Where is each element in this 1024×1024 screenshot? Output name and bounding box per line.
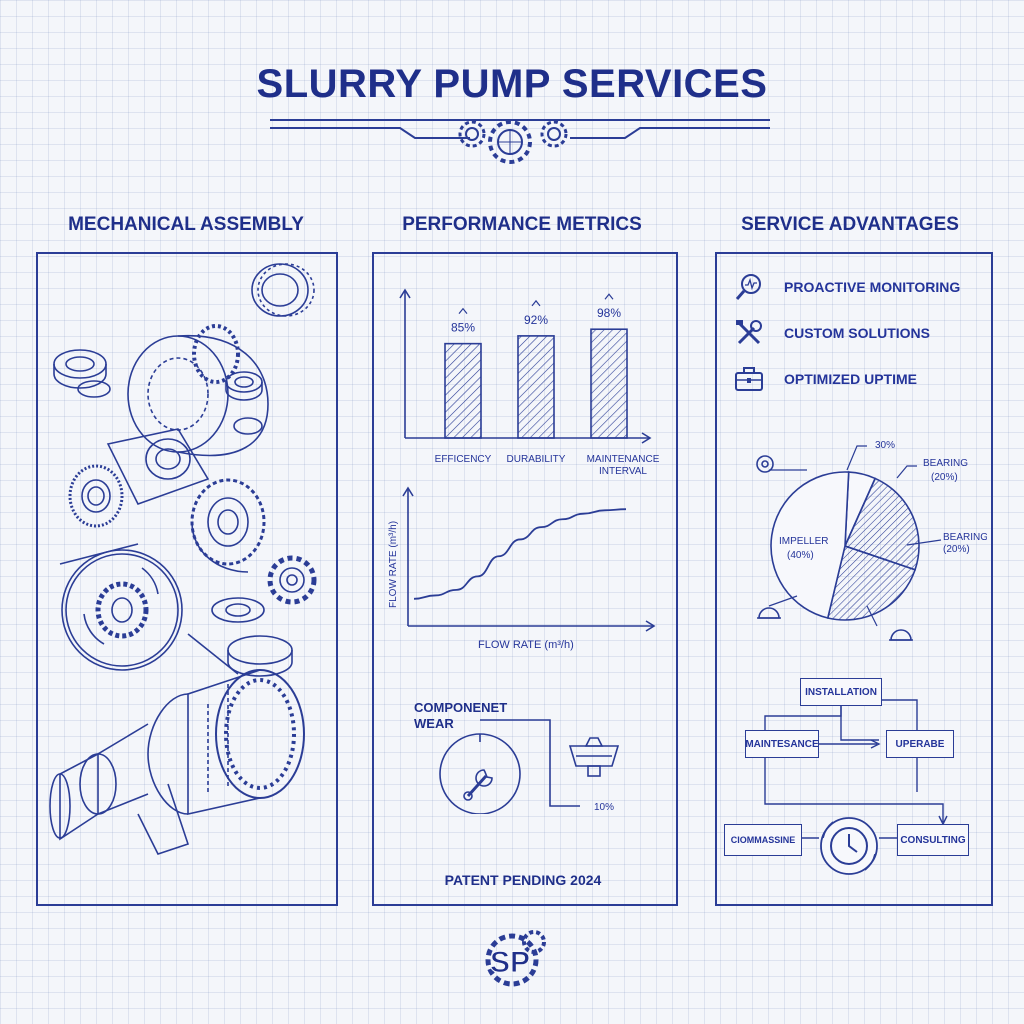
pie-label-impeller-pct: (40%) bbox=[787, 550, 814, 561]
pie-label-bearing-top-name: BEARING bbox=[923, 458, 968, 469]
pie-label-bearing-right-name: BEARING bbox=[943, 532, 987, 543]
component-wear-value: 10% bbox=[594, 802, 615, 813]
bar-caret bbox=[458, 307, 468, 315]
helmet-icon bbox=[757, 607, 781, 619]
page-title: SLURRY PUMP SERVICES bbox=[256, 62, 768, 106]
bar-2 bbox=[590, 328, 628, 439]
bar-0 bbox=[444, 342, 482, 439]
advantages-list: PROACTIVE MONITORING CUSTOM SOLUTIONS OP… bbox=[734, 270, 960, 396]
advantage-item-uptime: OPTIMIZED UPTIME bbox=[734, 362, 960, 396]
patent-note: PATENT PENDING 2024 bbox=[444, 872, 602, 888]
bar-value-label: 98% bbox=[597, 306, 621, 320]
flow-box-maintenance: MAINTESANCE bbox=[745, 730, 819, 758]
flow-curve bbox=[413, 508, 627, 600]
gear-icon bbox=[488, 120, 532, 164]
bearing bbox=[225, 371, 263, 401]
pie-slice-2 bbox=[826, 544, 917, 621]
pie-slice-0 bbox=[770, 471, 850, 619]
component-wear-diagram bbox=[439, 719, 620, 814]
panel-performance-metrics bbox=[372, 252, 678, 906]
magnifier-chart-icon bbox=[735, 274, 761, 300]
flow-box-commissioning: CIOMMASSINE bbox=[724, 824, 802, 856]
pie-label-small: 30% bbox=[875, 440, 895, 451]
panel-mechanical-assembly bbox=[36, 252, 338, 906]
component-wear-title-line2: WEAR bbox=[414, 716, 454, 731]
title-ornament bbox=[270, 119, 770, 164]
wrench-icon bbox=[463, 769, 493, 801]
pump-housing bbox=[106, 428, 210, 505]
bar-chart-x-arrow bbox=[641, 432, 652, 444]
heading-mechanical-assembly: MECHANICAL ASSEMBLY bbox=[68, 214, 304, 235]
seal-ring bbox=[251, 263, 315, 317]
flow-box-consulting: CONSULTING bbox=[897, 824, 969, 856]
flow-box-installation: INSTALLATION bbox=[800, 678, 882, 706]
pie-label-bearing-top: BEARING bbox=[923, 458, 968, 469]
pie-label-bearing-right: BEARING bbox=[943, 532, 987, 543]
wear-gauge bbox=[439, 733, 521, 814]
helmet-icon bbox=[889, 629, 913, 641]
pie-slice-1 bbox=[843, 477, 920, 571]
gasket-ring bbox=[53, 349, 107, 389]
advantage-item-monitoring: PROACTIVE MONITORING bbox=[734, 270, 960, 304]
gear-icon bbox=[267, 555, 317, 605]
pump-motor-assembly bbox=[49, 669, 305, 855]
washer bbox=[211, 597, 265, 623]
bar-value-label: 85% bbox=[451, 321, 475, 335]
panel-service-advantages bbox=[715, 252, 993, 906]
pie-label-bearing-right-pct: (20%) bbox=[943, 544, 970, 555]
pie-label-impeller-name: IMPELLER bbox=[779, 536, 828, 547]
toolbox-icon bbox=[735, 367, 763, 391]
logo-text: SP bbox=[490, 946, 530, 979]
bar-category-label: EFFICENCY bbox=[435, 454, 492, 465]
bar-caret bbox=[531, 299, 541, 307]
impeller-ring bbox=[190, 478, 266, 573]
gear-icon bbox=[458, 120, 486, 148]
advantage-label: OPTIMIZED UPTIME bbox=[784, 371, 917, 387]
flow-box-upgrade: UPERABE bbox=[886, 730, 954, 758]
bearing-icon bbox=[756, 455, 774, 473]
heading-service-advantages: SERVICE ADVANTAGES bbox=[741, 214, 959, 235]
bar-caret bbox=[604, 293, 614, 300]
wrench-screwdriver-icon bbox=[736, 320, 762, 345]
bar-value-label: 92% bbox=[524, 313, 548, 327]
component-wear-title-line1: COMPONENET bbox=[414, 700, 508, 715]
bar-category-label: DURABILITY bbox=[507, 454, 566, 465]
pie-chart: 30% BEARING (20%) BEARING (20%) IMPELLER… bbox=[756, 440, 987, 641]
pump-casing bbox=[127, 334, 269, 457]
line-chart-y-label: FLOW RATE (m³/h) bbox=[388, 521, 399, 608]
wear-leader-line bbox=[480, 719, 580, 807]
line-chart: FLOW RATE (m³/h) FLOW RATE (m³/h) bbox=[388, 486, 656, 651]
clock-icon bbox=[820, 817, 878, 875]
advantage-label: PROACTIVE MONITORING bbox=[784, 279, 961, 295]
pie-label-bearing-top-pct: (20%) bbox=[931, 472, 958, 483]
component-wear-title: COMPONENET WEAR bbox=[414, 700, 507, 732]
service-flow-connectors bbox=[764, 699, 948, 875]
advantage-item-custom: CUSTOM SOLUTIONS bbox=[734, 316, 960, 350]
heading-performance-metrics: PERFORMANCE METRICS bbox=[402, 214, 642, 235]
exploded-pump-drawing bbox=[49, 263, 317, 855]
pie-label-impeller: IMPELLER bbox=[779, 536, 828, 547]
bar-chart-y-arrow bbox=[399, 288, 411, 299]
line-chart-x-label: FLOW RATE (m³/h) bbox=[478, 639, 574, 651]
gear-icon bbox=[540, 120, 568, 148]
bearing bbox=[68, 464, 124, 528]
valve-part bbox=[568, 737, 620, 777]
advantage-label: CUSTOM SOLUTIONS bbox=[784, 325, 930, 341]
detail-magnifier bbox=[61, 549, 183, 671]
gear-icon bbox=[485, 930, 546, 987]
company-logo: SP bbox=[485, 930, 546, 987]
bar-1 bbox=[517, 335, 555, 439]
